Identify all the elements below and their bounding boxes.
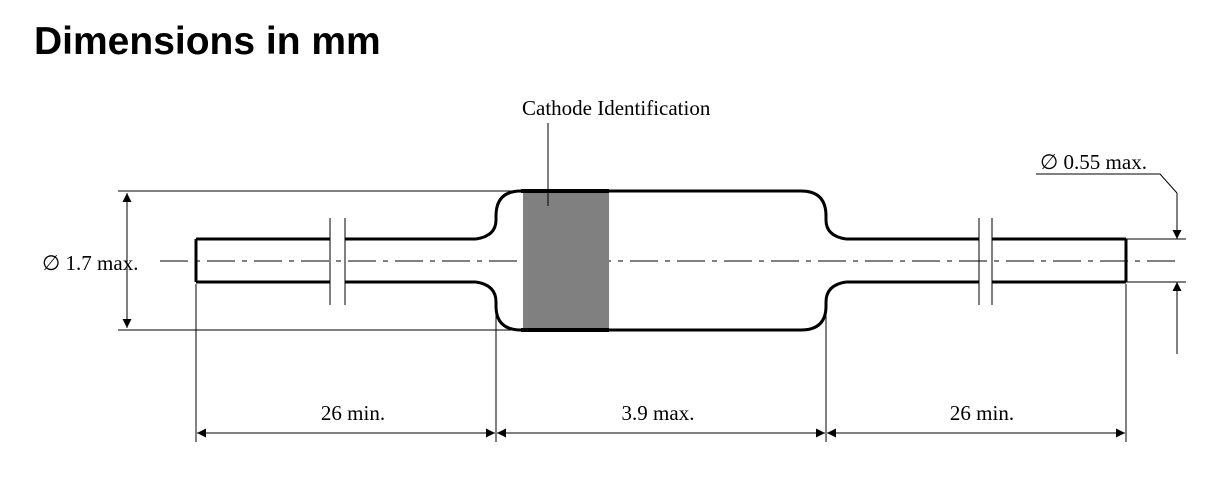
lead-left — [194, 237, 476, 284]
length-extension-lines — [195, 284, 1127, 442]
page-title: Dimensions in mm — [34, 20, 381, 63]
cathode-band — [523, 191, 609, 330]
lead-right-length-label: 26 min. — [950, 401, 1014, 425]
body-diameter-dimension — [118, 190, 521, 331]
lead-right — [846, 237, 1128, 284]
lead-left-length-label: 26 min. — [321, 401, 385, 425]
cathode-identification-label: Cathode Identification — [522, 96, 711, 120]
lead-right-break-marks — [978, 218, 993, 305]
lead-diameter-dimension — [1036, 173, 1186, 354]
lead-left-break-marks — [329, 218, 346, 305]
lead-diameter-label: ∅ 0.55 max. — [1040, 150, 1147, 174]
body-length-label: 3.9 max. — [622, 401, 695, 425]
body-diameter-label: ∅ 1.7 max. — [42, 251, 138, 275]
diode-body-outline — [475, 189, 847, 332]
